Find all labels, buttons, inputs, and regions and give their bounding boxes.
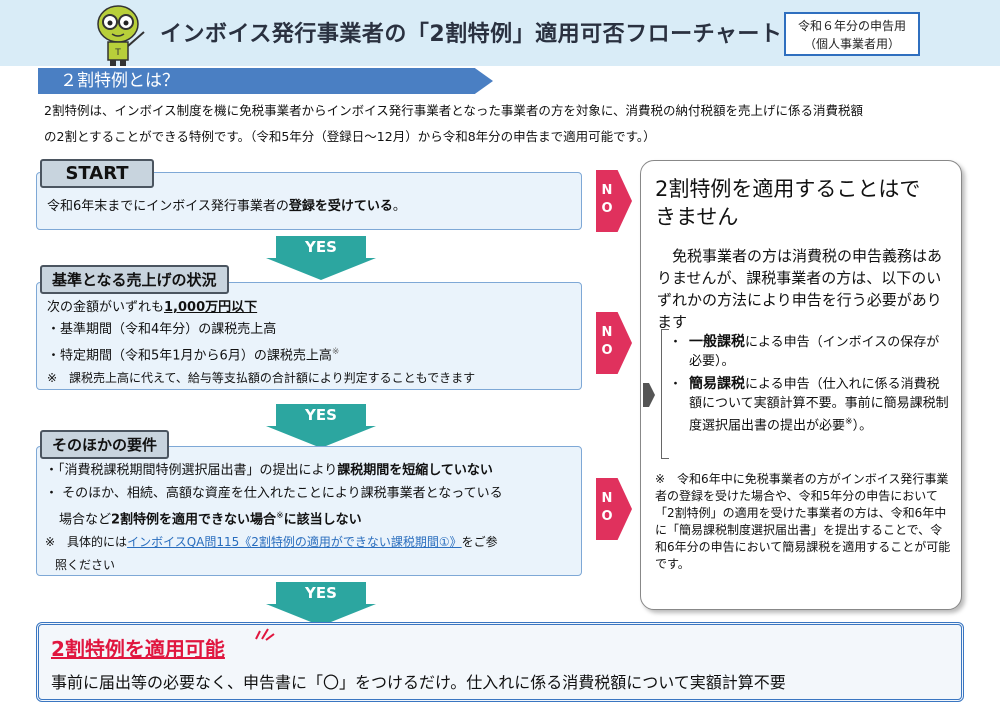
other-line-5: 照ください [55, 558, 116, 573]
not-applicable-panel: 2割特例を適用することはできません 免税事業者の方は消費税の申告義務はありません… [640, 160, 962, 610]
simplified-footnote-mark: ※ [845, 417, 853, 427]
other-line-3-emphasis: 2割特例を適用できない場合 [111, 512, 277, 528]
start-text-b: 登録を受けている [288, 199, 393, 214]
applicable-result-panel: 2割特例を適用可能 事前に届出等の必要なく、申告書に「〇」をつけるだけ。仕入れに… [36, 622, 964, 702]
simplified-tax-desc: による申告（仕入れに係る消費税額について実額計算不要。事前に簡易課税制度選択届出… [689, 377, 949, 434]
criteria-line-3: ・特定期間（令和5年1月から6月）の課税売上高※ [47, 341, 475, 367]
other-line-2: ・ そのほか、相続、高額な資産を仕入れたことにより課税事業者となっている [45, 486, 503, 501]
year-badge: 令和６年分の申告用 （個人事業者用） [784, 12, 920, 56]
no-letter-n: N [601, 325, 613, 340]
intro-line-2: の2割とすることができる特例です。（令和5年分（登録日～12月）から令和8年分の… [44, 129, 656, 144]
not-applicable-title: 2割特例を適用することはできません [655, 177, 921, 229]
general-tax-desc: による申告（インボイスの保存が必要）。 [689, 335, 940, 369]
other-line-4: ※ 具体的にはインボイスQA問115《2割特例の適用ができない課税期間①》をご参 [45, 531, 503, 554]
invoice-qa-link[interactable]: インボイスQA問115《2割特例の適用ができない課税期間①》 [127, 535, 462, 550]
other-line-3-text-d: に該当しない [283, 512, 362, 528]
criteria-line-2: ・基準期間（令和4年分）の課税売上高 [47, 322, 277, 337]
no-arrow-1: N O [596, 170, 632, 232]
other-line-1: ・「消費税課税期間特例選択届出書」の提出により課税期間を短縮していない [45, 459, 503, 482]
list-bracket [661, 329, 669, 459]
no-letter-o: O [601, 343, 613, 358]
applicable-subtitle: 事前に届出等の必要なく、申告書に「〇」をつけるだけ。仕入れに係る消費税額について… [51, 673, 786, 692]
other-line-3-text-a: 場合など [59, 512, 112, 528]
start-text-c: 。 [392, 199, 406, 214]
criteria-label: 基準となる売上げの状況 [40, 265, 229, 294]
no-letter-o: O [601, 509, 613, 524]
other-line-1-text: ・「消費税課税期間特例選択届出書」の提出により [45, 463, 338, 478]
criteria-line-4: ※ 課税売上高に代えて、給与等支払額の合計額により判定することもできます [47, 371, 476, 386]
other-line-4-text-a: ※ 具体的には [45, 535, 128, 550]
no-letter-n: N [601, 183, 613, 198]
yes-arrow-bar [276, 404, 366, 426]
page-title: インボイス発行事業者の「2割特例」適用可否フローチャート [160, 22, 783, 47]
filing-method-general: ・ 一般課税による申告（インボイスの保存が必要）。 [659, 333, 949, 371]
no-letter-n: N [601, 491, 613, 506]
yes-arrow-head [266, 426, 376, 448]
not-applicable-body: 免税事業者の方は消費税の申告義務はありませんが、課税事業者の方は、以下のいずれか… [657, 247, 943, 331]
intro-line-1: 2割特例は、インボイス制度を機に免税事業者からインボイス発行事業者となった事業者… [44, 103, 863, 118]
applicable-title: 2割特例を適用可能 [51, 637, 225, 661]
start-text-a: 令和6年末までにインボイス発行事業者の [47, 199, 289, 214]
criteria-footnote-mark: ※ [331, 347, 340, 357]
mascot-character-icon: T [97, 5, 145, 66]
yes-arrow-text: YES [305, 238, 337, 256]
yes-arrow-2: YES [266, 404, 376, 448]
simplified-tax-label: 簡易課税 [689, 376, 745, 392]
year-badge-line1: 令和６年分の申告用 [797, 19, 906, 33]
not-applicable-note: ※ 令和6年中に免税事業者の方がインボイス発行事業者の登録を受けた場合や、令和5… [655, 472, 951, 571]
criteria-line-3-text: ・特定期間（令和5年1月から6月）の課税売上高 [47, 348, 332, 364]
bullet: ・ [669, 335, 683, 350]
section-title: ２割特例とは？ [38, 68, 493, 94]
criteria-content: 次の金額がいずれも1,000万円以下 ・基準期間（令和4年分）の課税売上高 ・特… [47, 297, 475, 389]
year-badge-line2: （個人事業者用） [803, 37, 900, 51]
yes-arrow-3: YES [266, 582, 376, 626]
yes-arrow-text: YES [305, 584, 337, 602]
filing-method-list: ・ 一般課税による申告（インボイスの保存が必要）。 ・ 簡易課税による申告（仕入… [659, 333, 949, 439]
criteria-line-1: 次の金額がいずれも1,000万円以下 [47, 297, 475, 319]
criteria-amount: 1,000万円以下 [164, 300, 258, 315]
yes-arrow-text: YES [305, 406, 337, 424]
yes-arrow-head [266, 258, 376, 280]
start-condition: 令和6年末までにインボイス発行事業者の登録を受けている。 [47, 195, 406, 214]
no-arrow-3: N O [596, 478, 632, 540]
no-arrow-text: N O [596, 182, 618, 218]
no-arrow-2: N O [596, 312, 632, 374]
intro-text: 2割特例は、インボイス制度を機に免税事業者からインボイス発行事業者となった事業者… [44, 98, 964, 150]
svg-text:T: T [114, 48, 121, 58]
other-footnote-mark: ※ [276, 511, 284, 521]
other-line-3: 場合など2割特例を適用できない場合※に該当しない [45, 505, 503, 531]
yes-arrow-1: YES [266, 236, 376, 280]
other-requirements-panel: ・「消費税課税期間特例選択届出書」の提出により課税期間を短縮していない ・ その… [36, 446, 582, 576]
criteria-line-1-text: 次の金額がいずれも [47, 300, 165, 315]
other-requirements-label: そのほかの要件 [40, 430, 170, 459]
filing-method-simplified: ・ 簡易課税による申告（仕入れに係る消費税額について実額計算不要。事前に簡易課税… [659, 375, 949, 435]
other-content: ・「消費税課税期間特例選択届出書」の提出により課税期間を短縮していない ・ その… [45, 459, 503, 577]
simplified-tax-end: ）。 [852, 418, 873, 434]
other-line-4-text-b: をご参 [461, 535, 498, 550]
criteria-panel: 次の金額がいずれも1,000万円以下 ・基準期間（令和4年分）の課税売上高 ・特… [36, 282, 582, 390]
other-line-1-emphasis: 課税期間を短縮していない [337, 463, 493, 478]
bullet: ・ [669, 377, 683, 392]
emphasis-spark-icon [255, 628, 275, 641]
no-letter-o: O [601, 201, 613, 216]
start-label: START [40, 159, 154, 188]
yes-arrow-head [266, 604, 376, 626]
yes-arrow-bar [276, 236, 366, 258]
header-bar: T インボイス発行事業者の「2割特例」適用可否フローチャート 令和６年分の申告用… [0, 0, 1000, 66]
general-tax-label: 一般課税 [689, 334, 745, 350]
no-arrow-text: N O [596, 490, 618, 526]
no-arrow-text: N O [596, 324, 618, 360]
yes-arrow-bar [276, 582, 366, 604]
pointer-arrow-icon [643, 383, 655, 407]
